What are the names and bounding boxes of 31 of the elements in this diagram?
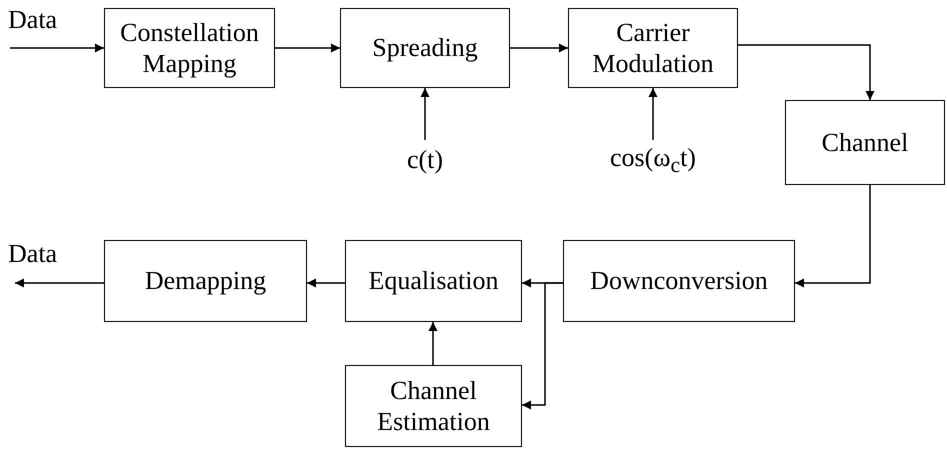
process-box [568,8,738,88]
block-label: Demapping [144,265,266,297]
signal-label: Data [8,238,58,270]
block-label: Downconversion [590,265,768,297]
process-box [785,100,945,185]
signal-label: c(t) [406,144,444,176]
arrow [648,88,658,140]
block-label: Spreading [372,32,478,64]
block-label: Channel Estimation [376,374,491,438]
process-box [104,240,307,322]
signal-label: Data [8,4,58,36]
arrow [738,44,874,100]
arrow [510,44,568,52]
process-box [345,365,522,447]
arrow [15,278,104,288]
block-label: Equalisation [368,265,498,297]
process-box [104,8,275,88]
arrow [10,44,104,52]
block-label: Channel [822,126,908,158]
arrow [795,185,871,288]
arrow [307,278,345,288]
signal-label: cos(ω$_{c}$t) [610,142,696,178]
arrow [428,322,438,365]
arrow [522,282,563,410]
arrow [275,44,340,52]
block-label: Carrier Modulation [591,16,715,80]
process-box [340,8,510,88]
arrow [420,88,430,140]
process-box [563,240,795,322]
process-box [345,240,522,322]
block-label: Constellation Mapping [119,16,260,80]
